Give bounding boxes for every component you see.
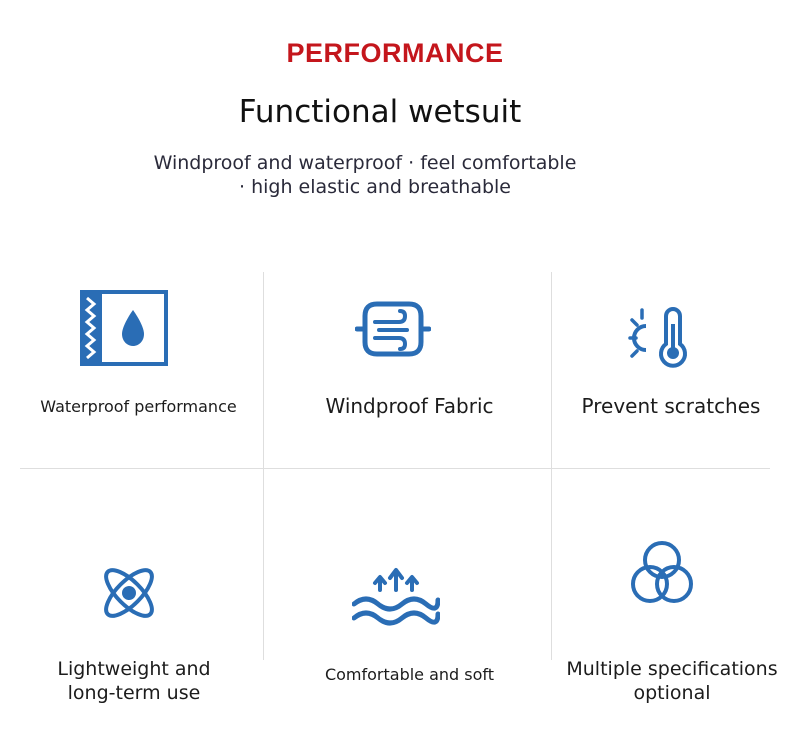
feature-label-comfortable: Comfortable and soft: [268, 665, 551, 684]
feature-label-line: optional: [633, 682, 711, 704]
feature-label-line: Lightweight and: [57, 658, 211, 680]
page-title: Functional wetsuit: [238, 94, 522, 130]
feature-label-windproof: Windproof Fabric: [268, 394, 551, 418]
feature-label-line: Prevent scratches: [581, 394, 761, 418]
feature-label-line: Waterproof performance: [40, 397, 237, 416]
grid-divider-vertical-2: [551, 272, 552, 660]
three-circles-icon: [628, 540, 696, 606]
waves-arrows-icon: [352, 566, 440, 626]
feature-label-line: Multiple specifications: [566, 658, 778, 680]
grid-divider-vertical-1: [263, 272, 264, 660]
feature-label-line: long-term use: [67, 682, 201, 704]
section-heading: PERFORMANCE: [286, 38, 504, 68]
wind-icon: [355, 298, 431, 360]
subtitle-line-1: Windproof and waterproof · feel comforta…: [153, 152, 577, 174]
feature-label-line: Windproof Fabric: [325, 394, 494, 418]
grid-divider-horizontal: [20, 468, 770, 469]
feature-label-lightweight: Lightweight and long-term use: [20, 657, 248, 705]
feature-label-line: Comfortable and soft: [324, 665, 495, 684]
feature-label-specifications: Multiple specifications optional: [556, 657, 788, 705]
feature-label-waterproof: Waterproof performance: [20, 397, 257, 416]
waterproof-icon: [80, 290, 168, 366]
thermometer-sun-icon: [628, 306, 696, 368]
atom-icon: [96, 560, 162, 626]
page-subtitle: Windproof and waterproof · feel comforta…: [0, 151, 730, 199]
feature-label-scratches: Prevent scratches: [556, 394, 786, 418]
subtitle-line-2: · high elastic and breathable: [238, 176, 511, 198]
